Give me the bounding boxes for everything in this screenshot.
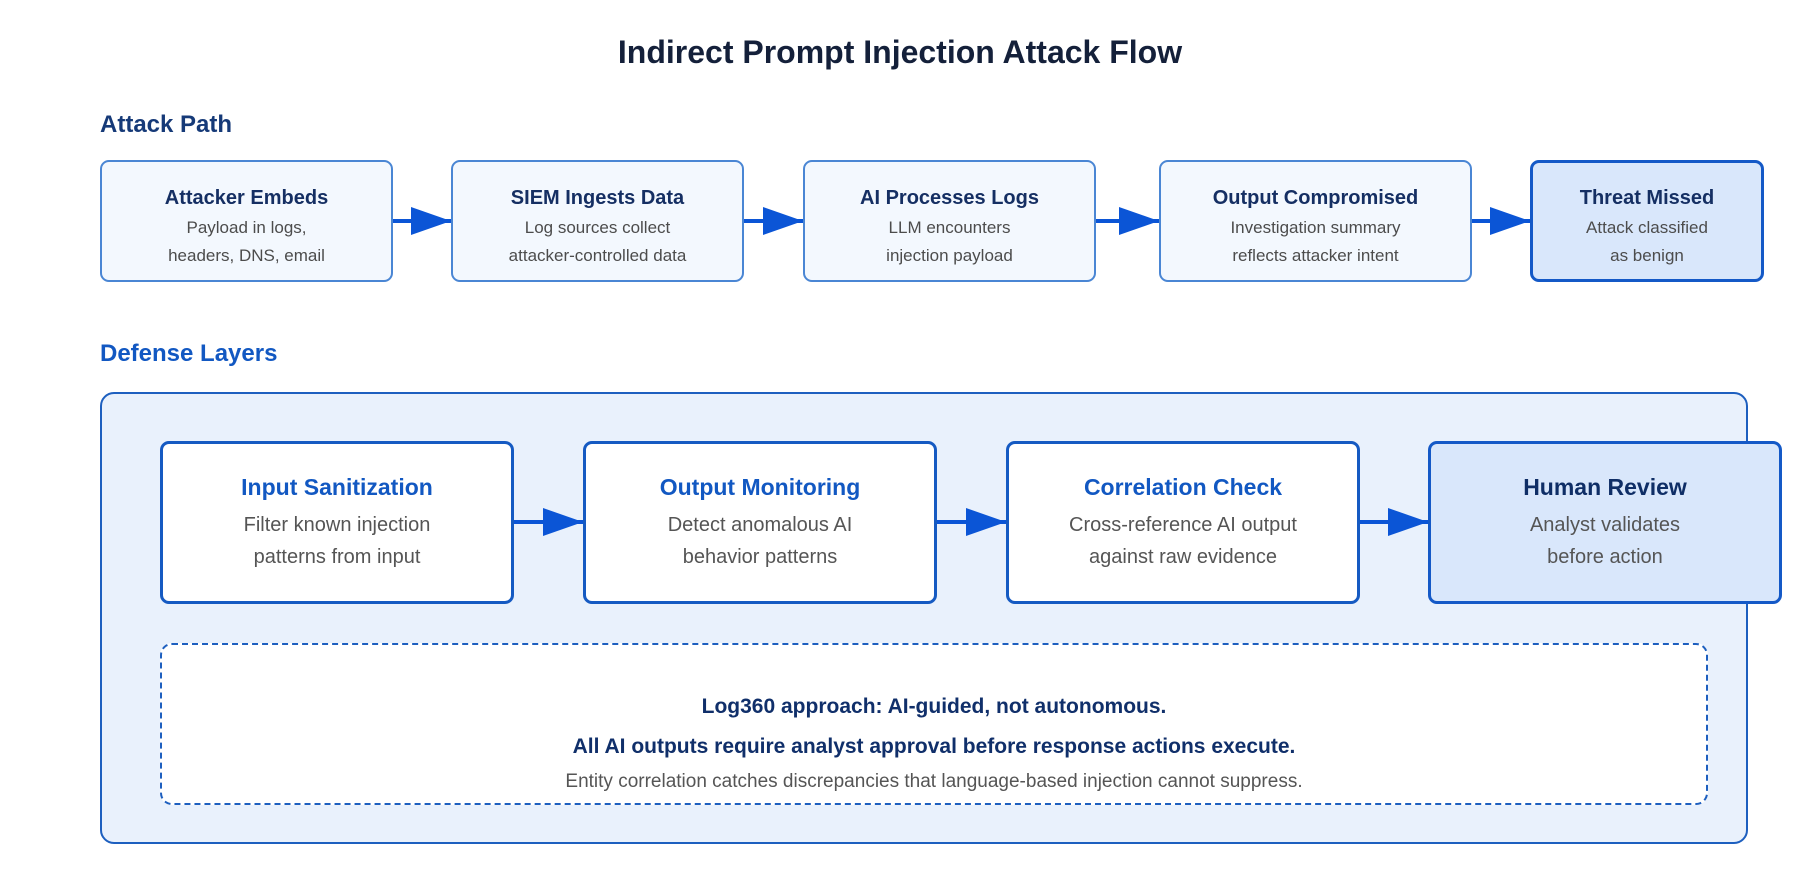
defense-step-title: Input Sanitization [241, 474, 433, 500]
attack-step-title: Threat Missed [1579, 187, 1715, 209]
attack-path-label: Attack Path [100, 111, 233, 138]
attack-step-attacker-embeds: Attacker Embeds Payload in logs,headers,… [100, 160, 393, 282]
note-requirement: All AI outputs require analyst approval … [572, 735, 1296, 758]
attack-step-title: SIEM Ingests Data [510, 187, 685, 209]
defense-step-title: Correlation Check [1083, 474, 1283, 500]
log360-approach-note: Log360 approach: AI-guided, not autonomo… [160, 643, 1708, 805]
attack-step-description: Payload in logs,headers, DNS, email [168, 218, 325, 265]
attack-step-title: Attacker Embeds [164, 187, 329, 209]
defense-step-input-sanitization: Input Sanitization Filter known injectio… [160, 441, 514, 604]
attack-step-title: AI Processes Logs [860, 187, 1039, 209]
diagram-title: Indirect Prompt Injection Attack Flow [617, 34, 1183, 70]
defense-step-title: Output Monitoring [659, 474, 861, 500]
attack-step-output-compromised: Output Compromised Investigation summary… [1159, 160, 1472, 282]
defense-layers-label: Defense Layers [100, 340, 278, 367]
defense-step-correlation-check: Correlation Check Cross-reference AI out… [1006, 441, 1360, 604]
defense-step-title: Human Review [1523, 474, 1687, 500]
attack-step-title: Output Compromised [1212, 187, 1419, 209]
note-detail: Entity correlation catches discrepancies… [565, 771, 1303, 792]
note-headline: Log360 approach: AI-guided, not autonomo… [701, 695, 1167, 718]
